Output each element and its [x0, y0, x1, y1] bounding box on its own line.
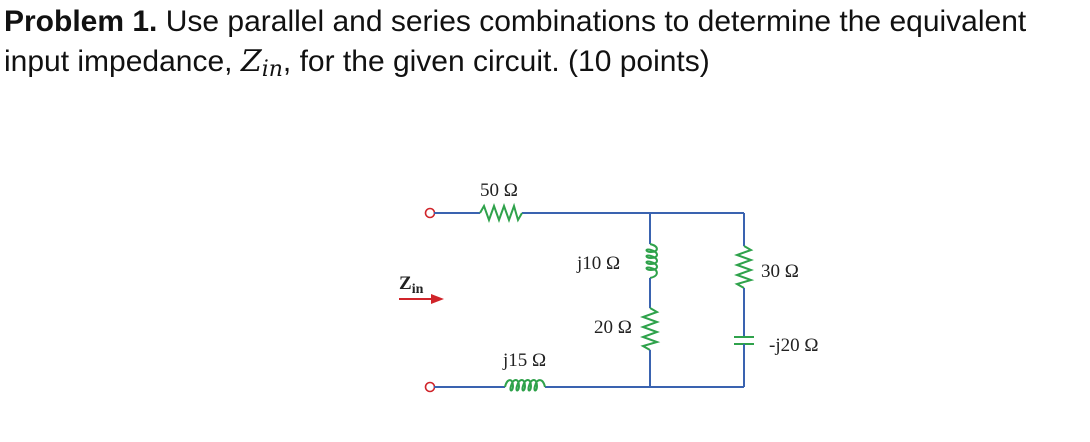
problem-label: Problem 1.: [4, 5, 158, 38]
bottom-terminal: [424, 381, 436, 393]
series-inductor-j15: [504, 379, 546, 392]
series-resistor-50: [479, 202, 523, 223]
zin-arrow: [399, 294, 444, 304]
zin-symbol-sub: in: [261, 57, 283, 82]
label-neg-j20-ohm: -j20 Ω: [769, 335, 818, 356]
label-50-ohm: 50 Ω: [480, 180, 518, 201]
branch-inductor-j10: [645, 243, 658, 279]
zin-symbol-main: Z: [240, 44, 262, 79]
label-j15-ohm: j15 Ω: [502, 350, 546, 371]
problem-text-before: Use parallel and series combinations to …: [4, 5, 1027, 78]
right-branch: [734, 213, 755, 387]
zin-symbol: Zin: [240, 44, 283, 82]
top-terminal: [424, 207, 436, 219]
label-j10-ohm: j10 Ω: [576, 253, 620, 274]
problem-statement: Problem 1. Use parallel and series combi…: [4, 2, 1084, 90]
problem-text-after: , for the given circuit. (10 points): [282, 45, 710, 78]
branch-resistor-20: [640, 307, 661, 351]
zin-label: Zin: [399, 273, 424, 297]
middle-branch: [640, 213, 661, 387]
right-resistor-30: [734, 245, 755, 289]
label-20-ohm: 20 Ω: [594, 317, 632, 338]
label-30-ohm: 30 Ω: [761, 261, 799, 282]
